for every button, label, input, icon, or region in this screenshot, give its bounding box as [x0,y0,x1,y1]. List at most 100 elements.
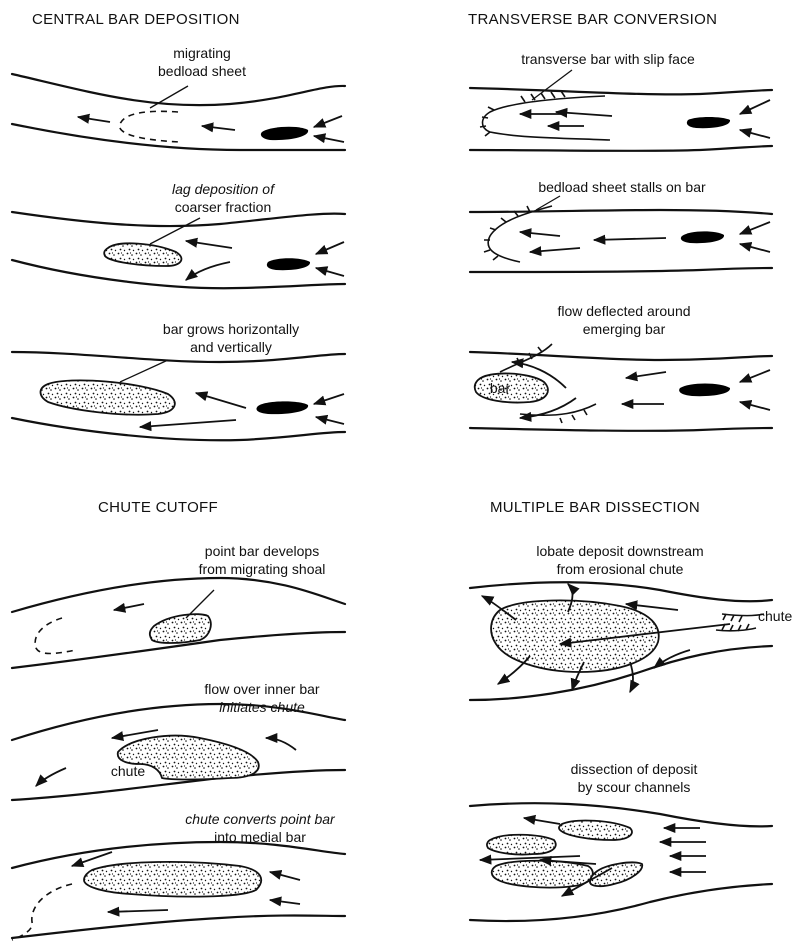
flow-arrow [186,241,232,248]
step-label: point bar develops [205,543,319,559]
panel-chute-cutoff: CHUTE CUTOFF point bar develops from mig… [12,499,345,940]
lower-bank [470,146,772,151]
panel-title: CENTRAL BAR DEPOSITION [32,11,240,28]
step-label: flow over inner bar [204,681,320,697]
growing-bar [41,380,175,414]
label-leader [120,360,168,382]
upper-bank [12,352,345,362]
medial-bar [84,862,261,897]
panel-title: TRANSVERSE BAR CONVERSION [468,11,717,28]
step-2-channel: bedload sheet stalls on bar [470,179,772,272]
step-3-channel: bar flow deflected around emerging bar [470,303,772,431]
lower-bank [12,916,345,939]
flow-arrow [314,136,344,142]
panel-transverse-bar-conversion: TRANSVERSE BAR CONVERSION transverse bar… [468,11,772,431]
step-label: lobate deposit downstream [536,543,703,559]
chute-label: chute [758,608,792,624]
flow-arrow [556,112,612,116]
flow-arrow [314,116,342,127]
step-3-channel: bar grows horizontally and vertically [12,321,345,440]
flow-arrow [524,818,560,824]
step-label: and vertically [190,339,272,355]
step-label: by scour channels [578,779,691,795]
label-leader [532,70,572,100]
flow-arrow [740,100,770,114]
label-leader [150,218,200,244]
chute-ticks [722,614,749,631]
step-label: flow deflected around [557,303,690,319]
dissected-bar [559,821,632,840]
step-2-channel: chute flow over inner bar initiates chut… [12,681,345,800]
bedload-blob [681,231,724,243]
flow-arrow [316,242,344,254]
deflection-face-lower [520,404,596,415]
step-label: lag deposition of [172,181,276,197]
lower-bank [12,418,345,440]
bedload-sheet-front [120,111,180,142]
flow-arrow [740,130,770,138]
bedload-blob [267,258,310,270]
bar-label: bar [490,380,511,396]
step-1-channel: transverse bar with slip face [470,51,772,151]
flow-arrow [316,417,344,424]
step-label: dissection of deposit [571,761,698,777]
bedload-blob [687,117,730,128]
step-label: transverse bar with slip face [521,51,695,67]
dissected-bar [487,835,556,855]
dissected-bar [492,861,593,888]
chute-label: chute [111,763,145,779]
flow-arrow [740,244,770,252]
bedload-blob [679,384,730,397]
flow-arrow [740,402,770,410]
upper-bank [12,578,345,612]
step-2-channel: dissection of deposit by scour channels [470,761,772,921]
flow-arrow [740,370,770,382]
flow-arrow [140,420,236,427]
former-channel [35,618,76,654]
lag-deposit [104,243,181,266]
flow-arrow [270,872,300,880]
flow-arrow [316,268,344,276]
step-label: bedload sheet stalls on bar [538,179,706,195]
upper-bank [470,582,772,601]
panel-central-bar-deposition: CENTRAL BAR DEPOSITION migrating bedload… [12,11,345,440]
step-label: migrating [173,45,231,61]
lower-bank [470,428,772,431]
flow-arrow [498,656,530,684]
step-label: into medial bar [214,829,306,845]
flow-arrow [202,126,235,130]
flow-arrow [114,604,144,610]
bedload-blob [256,401,308,414]
deflection-face-upper [500,344,552,372]
step-label: from migrating shoal [199,561,326,577]
flow-arrow [196,393,246,408]
step-3-channel: chute converts point bar into medial bar [12,811,345,940]
lower-bank [470,884,772,921]
flow-arrow [78,117,110,122]
upper-bank [470,88,772,94]
slip-face [483,96,611,140]
flow-arrow [270,900,300,904]
dissected-bar [590,862,642,886]
flow-arrow [186,262,230,280]
flow-arrow [36,768,66,786]
panel-title: CHUTE CUTOFF [98,499,218,516]
step-2-channel: lag deposition of coarser fraction [12,181,345,288]
flow-arrow [630,662,633,692]
step-label: chute converts point bar [185,811,336,827]
flow-arrow [314,394,344,404]
upper-bank [470,352,772,360]
step-label: emerging bar [583,321,666,337]
flow-arrow [520,232,560,236]
panel-multiple-bar-dissection: MULTIPLE BAR DISSECTION chute lobate dep… [470,499,792,921]
panel-title: MULTIPLE BAR DISSECTION [490,499,700,516]
step-1-channel: point bar develops from migrating shoal [12,543,345,668]
lower-bank [470,268,772,272]
emerging-bar [475,373,548,402]
flow-arrow [740,222,770,234]
flow-arrow [266,738,296,750]
flow-arrow [530,248,580,252]
point-bar [150,614,211,643]
step-label: bedload sheet [158,63,246,79]
